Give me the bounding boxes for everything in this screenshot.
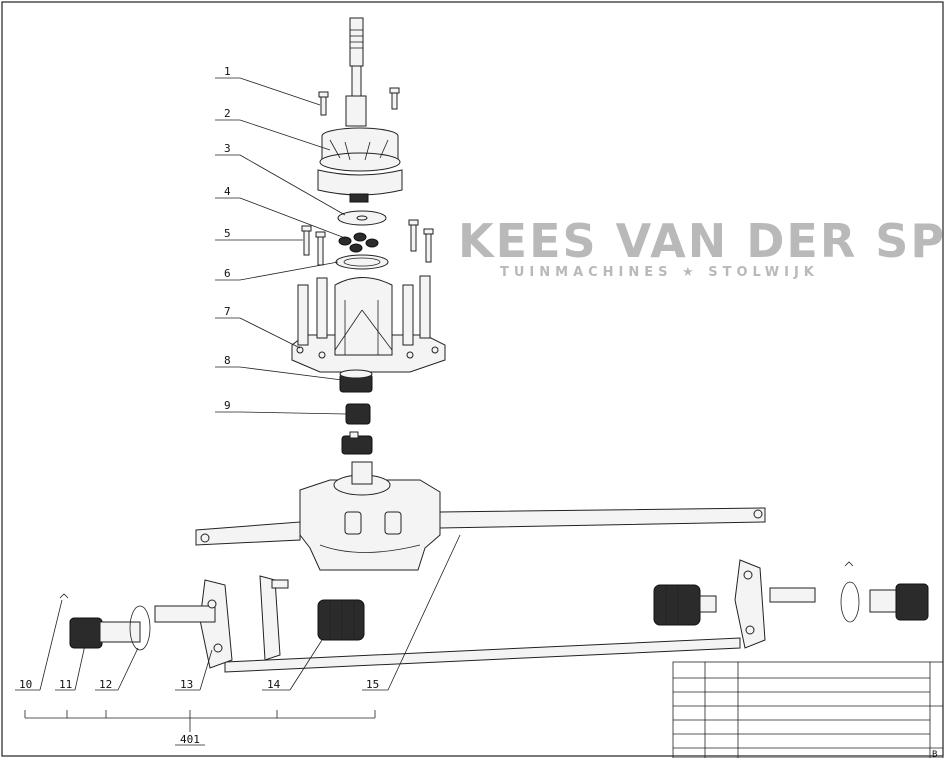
title-block-mark: B bbox=[932, 750, 937, 758]
svg-text:KEES VAN DER SPEK: KEES VAN DER SPEK bbox=[458, 214, 945, 268]
washer bbox=[337, 210, 387, 226]
svg-text:TUINMACHINES ★ STOLWIJK: TUINMACHINES ★ STOLWIJK bbox=[500, 265, 819, 280]
transmission-body bbox=[299, 461, 441, 571]
callout-5: 5 bbox=[224, 227, 231, 240]
callout-1: 1 bbox=[224, 65, 231, 78]
callout-14: 14 bbox=[267, 678, 281, 691]
motor-shaft bbox=[345, 17, 367, 127]
ring-gear bbox=[335, 254, 389, 270]
callout-7: 7 bbox=[224, 305, 231, 318]
screw-pair-1 bbox=[318, 87, 400, 116]
upper-housing bbox=[291, 275, 446, 373]
assembly-number: 401 bbox=[180, 733, 200, 746]
callout-12: 12 bbox=[99, 678, 112, 691]
clutch-gear-right bbox=[653, 584, 717, 626]
callout-9: 9 bbox=[224, 399, 231, 412]
main-axle bbox=[195, 507, 766, 546]
cotter-pin bbox=[59, 593, 69, 599]
callout-6: 6 bbox=[224, 267, 231, 280]
callout-8: 8 bbox=[224, 354, 231, 367]
callout-2: 2 bbox=[224, 107, 231, 120]
clutch-gear-left bbox=[317, 599, 365, 641]
coupling-gear bbox=[341, 403, 373, 455]
callout-3: 3 bbox=[224, 142, 231, 155]
motor-housing bbox=[317, 127, 403, 203]
flange-bearing-left bbox=[154, 579, 233, 669]
shift-rod bbox=[224, 637, 741, 673]
flange-bearing-right bbox=[734, 559, 816, 649]
pinion-gear-left bbox=[69, 617, 141, 649]
pinion-gear-right bbox=[869, 583, 929, 621]
snap-ring-left bbox=[129, 605, 151, 651]
leader-lines bbox=[15, 77, 461, 746]
callout-15: 15 bbox=[366, 678, 379, 691]
callout-11: 11 bbox=[59, 678, 72, 691]
callout-labels: 1 2 3 4 5 6 7 8 9 10 11 12 13 14 15 401 bbox=[19, 65, 379, 746]
callout-4: 4 bbox=[224, 185, 231, 198]
watermark-logo: KEES VAN DER SPEK TUINMACHINES ★ STOLWIJ… bbox=[458, 214, 945, 280]
title-block bbox=[672, 661, 944, 758]
callout-10: 10 bbox=[19, 678, 32, 691]
snap-ring-right bbox=[840, 561, 860, 623]
planet-gears bbox=[338, 232, 379, 253]
shift-fork bbox=[259, 575, 289, 661]
callout-13: 13 bbox=[180, 678, 193, 691]
sun-gear bbox=[339, 369, 373, 393]
